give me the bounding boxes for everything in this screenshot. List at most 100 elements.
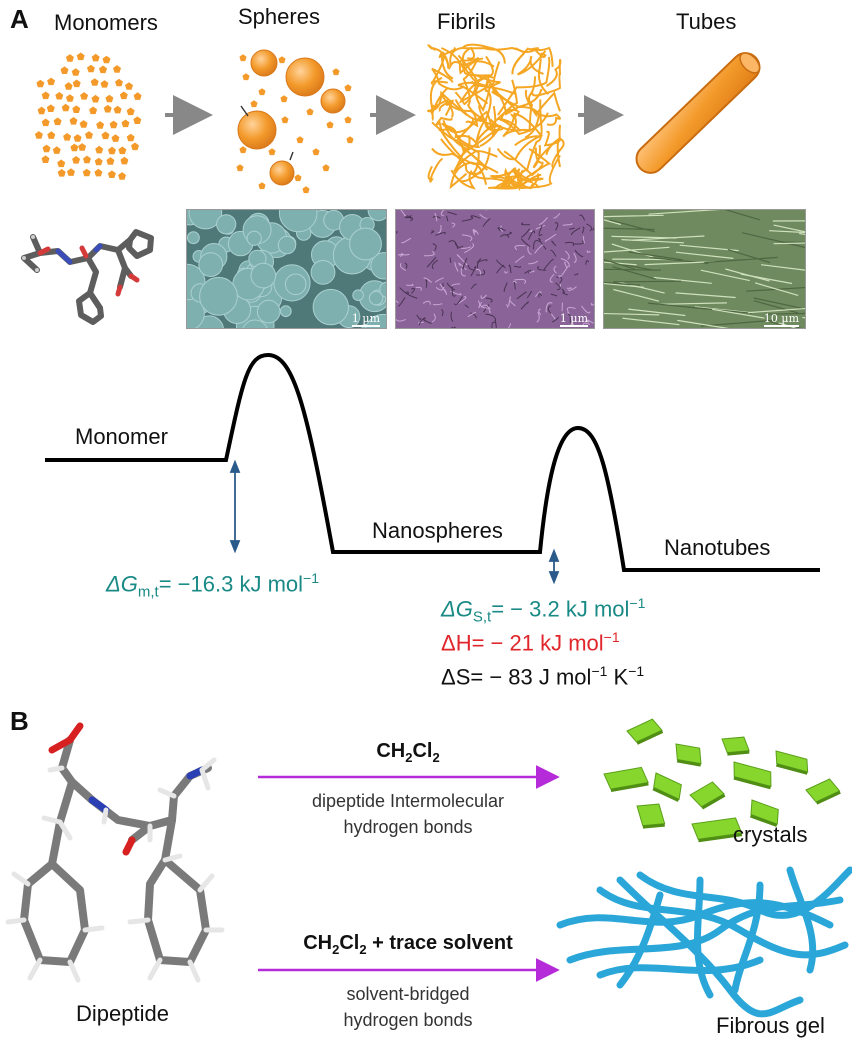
micro-tube (761, 264, 805, 271)
monomer-particle (37, 106, 46, 115)
micro-fibril (538, 225, 543, 237)
micro-tube (727, 249, 771, 264)
fibril-strand (431, 67, 466, 91)
micro-fibril (504, 271, 509, 274)
micro-fibril (567, 311, 574, 322)
micro-tube (604, 227, 655, 231)
monomer-particle (281, 116, 289, 124)
monomer-particle (71, 68, 80, 76)
micro-fibril (480, 294, 487, 299)
monomer-particle (63, 133, 72, 141)
micro-fibril (467, 311, 477, 318)
micro-fibril (538, 292, 543, 298)
monomer-particle (76, 52, 85, 61)
spheres-label: Spheres (238, 4, 320, 29)
monomer-particle (99, 65, 107, 74)
monomer-particle (278, 56, 286, 64)
micro-fibril (398, 297, 406, 307)
micro-fibril (562, 223, 573, 226)
micro-fibril (520, 301, 529, 310)
micro-fibril (586, 223, 593, 232)
micro-sphere (279, 305, 292, 318)
micro-fibril (406, 283, 414, 286)
fibril-strand (461, 46, 495, 68)
route1-condition: CH2Cl2 (258, 740, 558, 765)
monomer-particle (52, 146, 61, 154)
fibril-strand (430, 47, 456, 86)
micro-fibril (440, 210, 445, 217)
monomer-particle (109, 120, 118, 129)
micro-tube (773, 242, 805, 245)
monomer-particle (53, 117, 62, 126)
micro-fibril (514, 245, 526, 251)
micro-tube (622, 317, 680, 326)
crystal-plate (675, 743, 702, 767)
monomer-particle (42, 144, 51, 153)
micro-tube (700, 319, 775, 327)
gel-strand (694, 876, 714, 999)
micro-fibril (444, 289, 448, 295)
micro-sphere (250, 262, 277, 289)
micro-fibril (496, 259, 506, 269)
micro-fibril (451, 286, 456, 297)
micro-tube (604, 281, 641, 286)
micro-fibril (591, 302, 594, 306)
micro-fibril (550, 249, 557, 257)
micro-fibril (566, 307, 576, 312)
spheres-micrograph: 1 µm (186, 209, 387, 329)
micro-fibril (447, 282, 456, 291)
micro-fibril (529, 270, 535, 273)
micro-tube (621, 239, 685, 244)
micro-tube (604, 268, 662, 271)
route1-sub2: 2 (432, 750, 440, 765)
monomer-particle (57, 169, 66, 177)
monomer-particle (296, 136, 304, 144)
crystal-plate (691, 817, 743, 843)
route1-desc-line2: hydrogen bonds (343, 817, 473, 837)
gel-strand (566, 896, 844, 964)
micro-fibril (555, 282, 561, 291)
micro-sphere (246, 230, 262, 246)
micro-fibril (441, 309, 444, 317)
route1-description: dipeptide Intermolecular hydrogen bonds (258, 788, 558, 840)
micro-sphere (278, 210, 318, 233)
micro-tube (653, 276, 712, 284)
monomer-particle (242, 73, 250, 81)
route2-desc-line2: hydrogen bonds (343, 1010, 473, 1030)
micro-tube (628, 251, 683, 261)
micro-fibril (581, 226, 585, 234)
micro-fibril (573, 240, 585, 245)
monomer-particle (95, 145, 104, 154)
micro-fibril (505, 231, 512, 236)
crystal-plate (749, 799, 779, 827)
micro-fibril (553, 265, 557, 274)
crystal-plate (721, 736, 750, 756)
micro-fibril (451, 283, 461, 287)
monomer-particle (106, 157, 115, 165)
fibril-strand (462, 56, 488, 123)
micro-fibril (538, 217, 548, 225)
micro-fibril (397, 253, 404, 257)
monomer-particle (80, 92, 89, 100)
fibril-strand (440, 138, 491, 175)
micro-sphere (365, 313, 386, 328)
crystals-label: crystals (733, 822, 808, 847)
tubes-label: Tubes (676, 9, 737, 34)
monomer-particle (239, 54, 247, 62)
monomer-particle (101, 131, 110, 140)
delta-s-kelvin: K (607, 664, 629, 690)
monomer-particle (72, 156, 81, 164)
micro-fibril (422, 318, 432, 325)
fibril-strand (497, 56, 551, 116)
micro-tube (741, 232, 790, 245)
micro-fibril (454, 242, 464, 248)
micro-fibril (476, 269, 486, 276)
panel-b-label: B (10, 706, 29, 736)
micro-fibril (470, 283, 477, 290)
micro-fibril (451, 222, 456, 228)
fibril-strand (441, 47, 494, 77)
micro-fibril (564, 250, 570, 260)
monomer-particle (322, 164, 330, 172)
micro-fibril (513, 265, 522, 268)
micro-fibril (477, 300, 481, 308)
